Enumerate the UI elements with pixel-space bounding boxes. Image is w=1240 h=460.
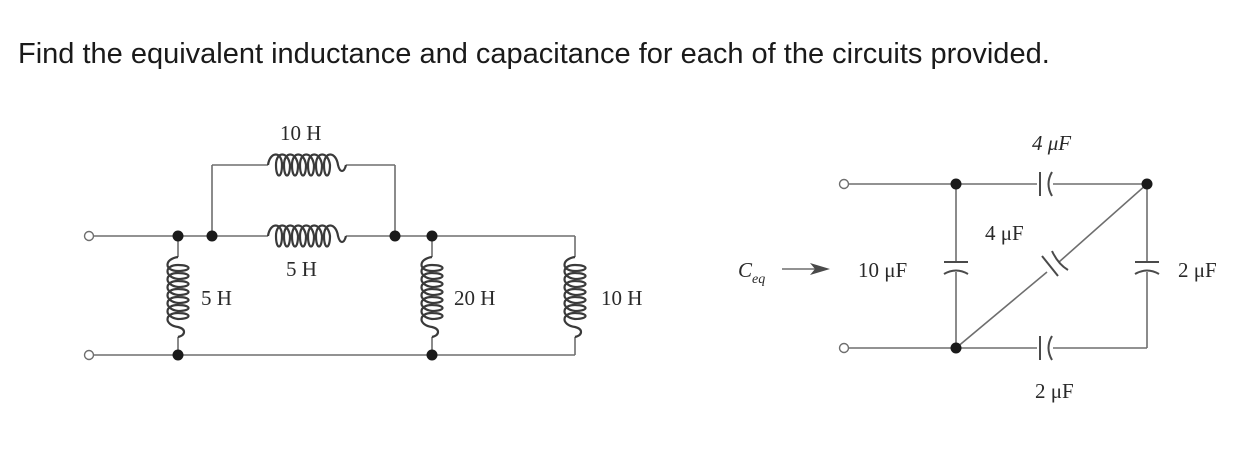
label-4uf-top: 4 μF xyxy=(1032,131,1071,155)
capacitor-4uf-top xyxy=(1039,171,1053,197)
label-2uf-right: 2 μF xyxy=(1178,258,1217,282)
junction-node xyxy=(389,230,401,242)
input-terminal xyxy=(83,349,95,361)
capacitor-circuit: Ceq 4 μF 4 μF 10 μF 2 μF 2 μF xyxy=(738,131,1217,403)
label-2uf-bottom: 2 μF xyxy=(1035,379,1074,403)
inductor-10h-top xyxy=(266,153,348,177)
arrow-head-icon xyxy=(810,263,830,275)
inductor-5h-left xyxy=(166,255,190,339)
inductor-10h-right xyxy=(563,255,587,339)
capacitor-4uf-diagonal xyxy=(1041,250,1069,277)
label-10h-right: 10 H xyxy=(601,286,642,310)
input-terminal xyxy=(838,342,850,354)
junction-node xyxy=(426,230,438,242)
junction-node xyxy=(950,342,962,354)
label-4uf-diagonal: 4 μF xyxy=(985,221,1024,245)
junction-node xyxy=(950,178,962,190)
input-terminal xyxy=(83,230,95,242)
junction-node xyxy=(172,349,184,361)
junction-node xyxy=(426,349,438,361)
label-10uf: 10 μF xyxy=(858,258,907,282)
capacitor-2uf-right xyxy=(1134,261,1160,275)
capacitor-2uf-bottom xyxy=(1039,335,1053,361)
label-5h-left: 5 H xyxy=(201,286,232,310)
label-5h-middle: 5 H xyxy=(286,257,317,281)
label-10h-top: 10 H xyxy=(280,121,321,145)
junction-node xyxy=(172,230,184,242)
question-text: Find the equivalent inductance and capac… xyxy=(18,38,1050,70)
input-terminal xyxy=(838,178,850,190)
inductor-circuit: 10 H 5 H 5 H 20 H 10 H xyxy=(83,121,642,361)
inductor-5h-middle xyxy=(266,224,348,248)
label-ceq: Ceq xyxy=(738,258,765,287)
junction-node xyxy=(1141,178,1153,190)
inductor-20h xyxy=(420,255,444,339)
label-20h: 20 H xyxy=(454,286,495,310)
junction-node xyxy=(206,230,218,242)
capacitor-10uf-left xyxy=(943,261,969,275)
